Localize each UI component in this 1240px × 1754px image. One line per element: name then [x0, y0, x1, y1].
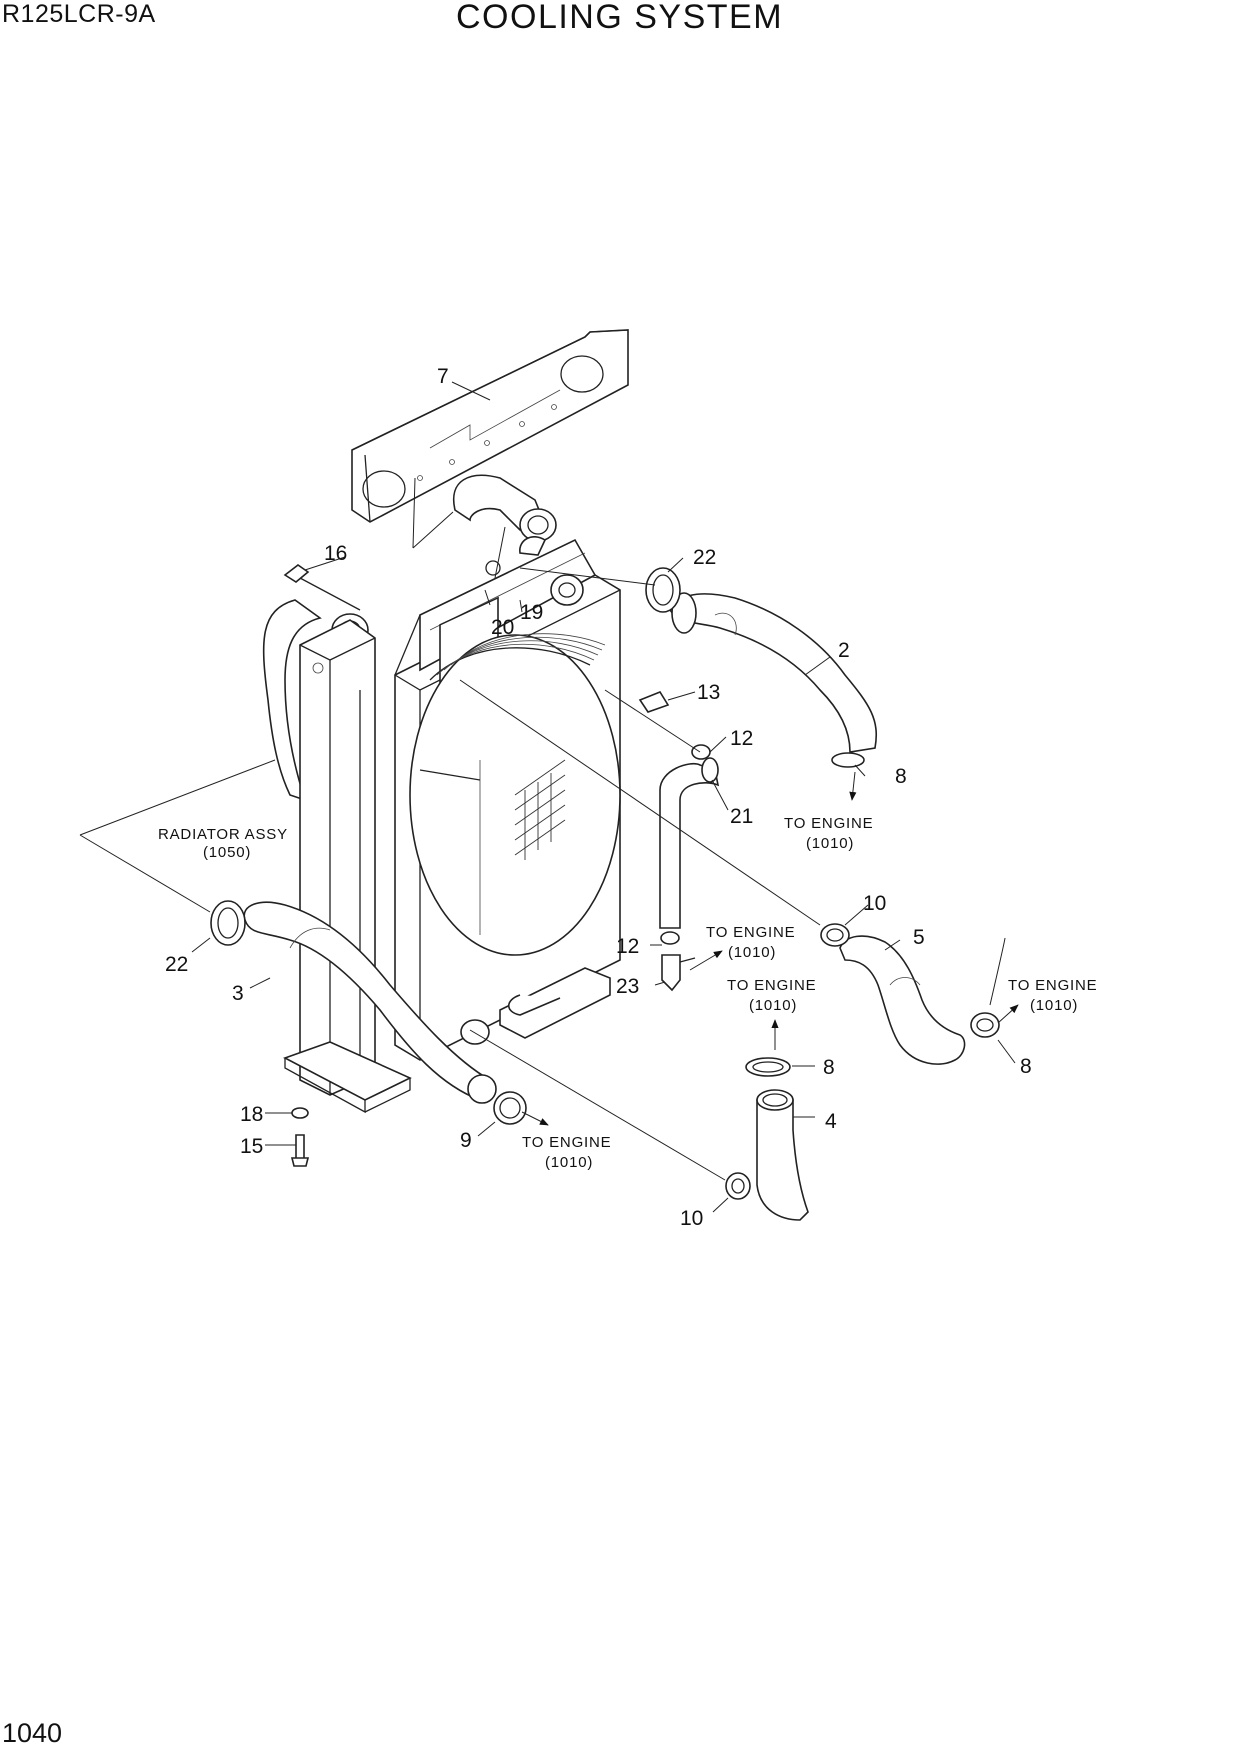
callout-19: 19: [520, 601, 543, 624]
page-title: COOLING SYSTEM: [456, 0, 784, 36]
callout-12: 12: [616, 935, 639, 958]
callout-15: 15: [240, 1135, 263, 1158]
leader-lines: [79, 381, 1016, 1213]
page-number: 1040: [2, 1718, 63, 1748]
to-engine-label: TO ENGINE: [706, 924, 795, 941]
to-engine-label: TO ENGINE: [522, 1134, 611, 1151]
callout-8: 8: [1020, 1055, 1032, 1078]
callout-9: 9: [460, 1129, 472, 1152]
to-engine-label: TO ENGINE: [784, 815, 873, 832]
to-engine-ref: (1010): [728, 944, 776, 961]
callout-10: 10: [680, 1207, 703, 1230]
fan-shroud: [409, 633, 621, 956]
callout-16: 16: [324, 542, 347, 565]
to-engine-ref: (1010): [1030, 997, 1078, 1014]
hose-3: [243, 901, 497, 1104]
hose-21: [659, 757, 720, 929]
callout-18: 18: [240, 1103, 263, 1126]
to-engine-ref: (1010): [806, 835, 854, 852]
callout-numbers: 7 16 22 20 19 2 13 12 8 21 10 5 12 23 8 …: [165, 365, 1032, 1230]
callout-3: 3: [232, 982, 244, 1005]
left-support-column: [283, 619, 412, 1114]
callout-20: 20: [491, 616, 514, 639]
notes: RADIATOR ASSY (1050) TO ENGINE (1010) TO…: [158, 815, 1097, 1171]
callout-12: 12: [730, 727, 753, 750]
small-hardware: [283, 564, 696, 1167]
direction-arrows: [521, 771, 1019, 1126]
hose-5: [839, 935, 966, 1065]
to-engine-ref: (1010): [749, 997, 797, 1014]
upper-hose-2: [669, 592, 877, 753]
callout-5: 5: [913, 926, 925, 949]
callout-8: 8: [823, 1056, 835, 1079]
callout-4: 4: [825, 1110, 837, 1133]
callout-8: 8: [895, 765, 907, 788]
bottom-bracket: [460, 967, 611, 1045]
callout-10: 10: [863, 892, 886, 915]
callout-22: 22: [693, 546, 716, 569]
radiator-assy-ref: (1050): [203, 844, 251, 861]
to-engine-label: TO ENGINE: [727, 977, 816, 994]
clamps: [210, 567, 1000, 1200]
callout-7: 7: [437, 365, 449, 388]
hose-4: [756, 1089, 809, 1221]
callout-13: 13: [697, 681, 720, 704]
to-engine-label: TO ENGINE: [1008, 977, 1097, 994]
callout-2: 2: [838, 639, 850, 662]
to-engine-ref: (1010): [545, 1154, 593, 1171]
model-code: R125LCR-9A: [2, 0, 156, 28]
radiator-assy-label: RADIATOR ASSY: [158, 826, 288, 843]
top-cover-plate: [351, 329, 629, 523]
upper-pipes: [262, 474, 557, 802]
callout-23: 23: [616, 975, 639, 998]
callout-22: 22: [165, 953, 188, 976]
callout-21: 21: [730, 805, 753, 828]
